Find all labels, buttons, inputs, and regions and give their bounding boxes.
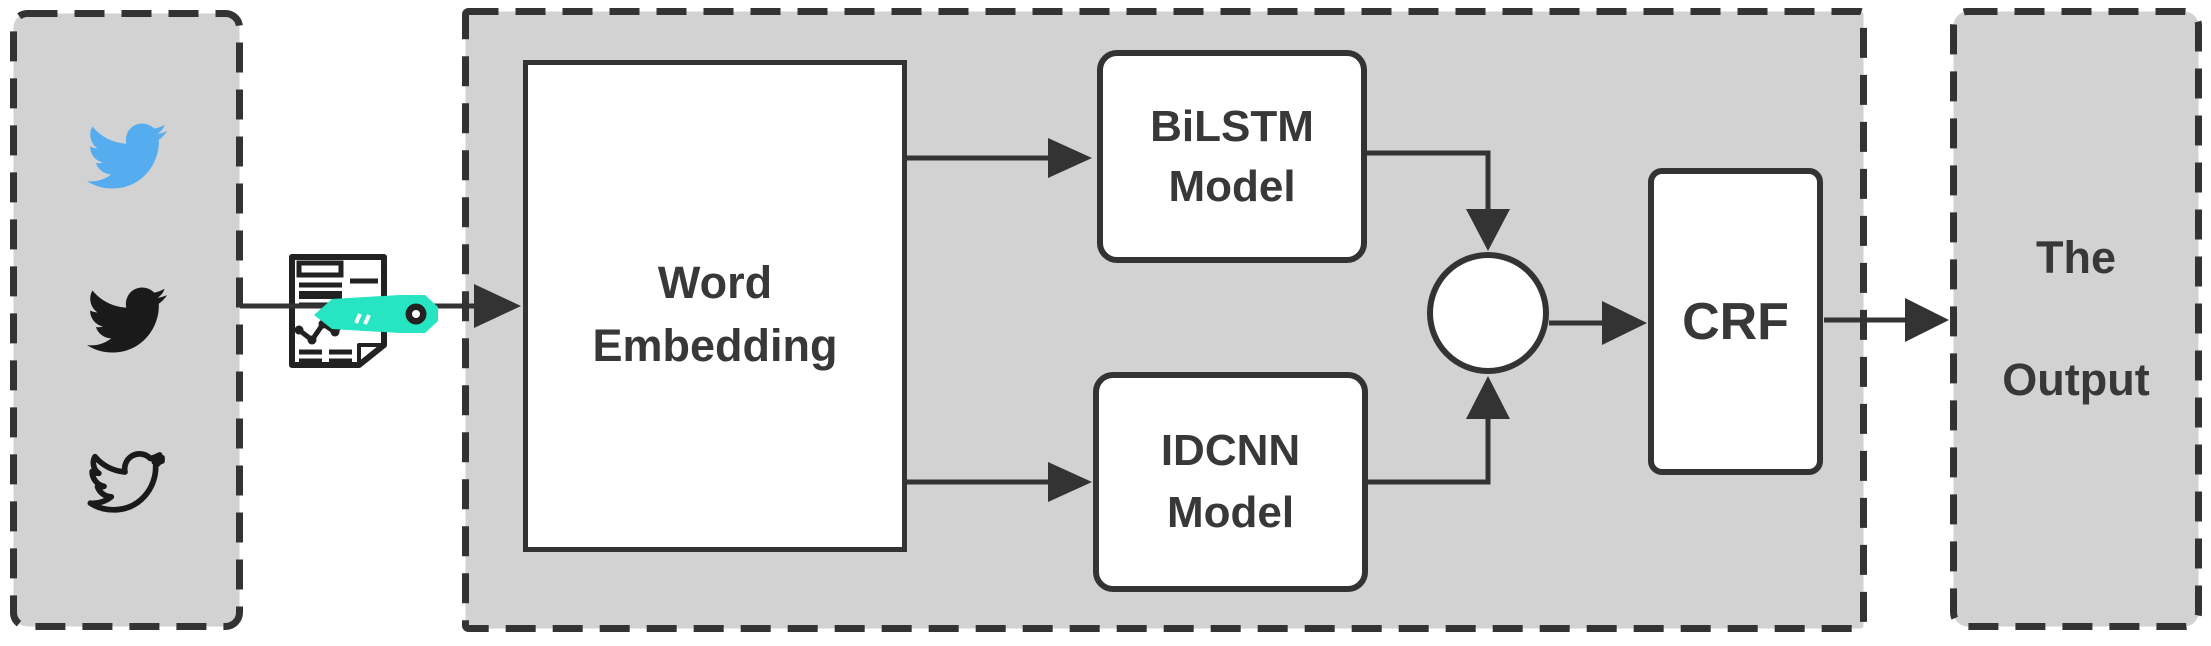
bilstm-label-line1: BiLSTM bbox=[1150, 101, 1314, 151]
highlighter-ring-center bbox=[412, 310, 420, 318]
twitter-bird-blue-icon bbox=[86, 123, 167, 189]
arrow-bilstm-to-merge bbox=[1367, 150, 1510, 251]
bilstm-model-node: BiLSTM Model bbox=[1097, 50, 1367, 263]
arrow-word-embedding-to-idcnn bbox=[907, 462, 1092, 502]
highlighter-body bbox=[314, 295, 400, 333]
output-label-line2: Output bbox=[2002, 354, 2150, 405]
crf-node: CRF bbox=[1648, 168, 1823, 475]
idcnn-label-line1: IDCNN bbox=[1160, 426, 1301, 475]
arrow-word-embedding-to-bilstm bbox=[907, 138, 1092, 178]
document-folded-corner bbox=[357, 343, 386, 367]
twitter-bird-black-icon bbox=[86, 287, 167, 353]
word-embedding-node: Word Embedding bbox=[523, 60, 907, 552]
output-label-line1: The bbox=[2035, 232, 2116, 283]
merge-circle-node bbox=[1427, 252, 1549, 374]
idcnn-model-node: IDCNN Model bbox=[1093, 372, 1368, 592]
crf-label: CRF bbox=[1682, 292, 1789, 351]
input-panel-icons bbox=[10, 10, 243, 630]
word-embedding-label-line2: Embedding bbox=[592, 320, 838, 371]
idcnn-label-line2: Model bbox=[1166, 488, 1295, 537]
bilstm-label-line2: Model bbox=[1168, 161, 1296, 211]
arrow-merge-to-crf bbox=[1549, 301, 1647, 345]
twitter-bird-outline-icon bbox=[87, 451, 165, 513]
highlighter-icon bbox=[312, 288, 440, 345]
document-title-block bbox=[296, 260, 344, 278]
highlighter-glint bbox=[354, 313, 371, 325]
arrow-idcnn-to-merge bbox=[1368, 376, 1510, 485]
arrow-crf-to-output bbox=[1824, 298, 1949, 342]
word-embedding-label-line1: Word bbox=[657, 257, 773, 308]
output-panel-text: The Output bbox=[1950, 8, 2202, 630]
